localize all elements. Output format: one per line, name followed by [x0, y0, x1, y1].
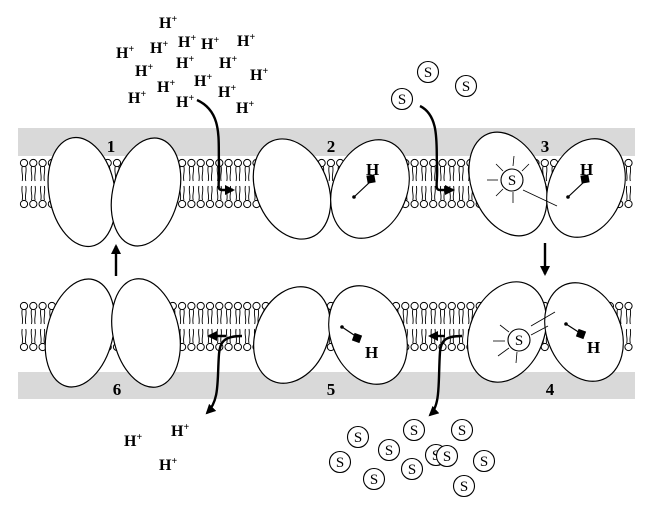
- svg-text:S: S: [370, 472, 378, 488]
- transporter-protein-icon: [328, 285, 408, 385]
- substrate-molecule-icon: S: [346, 425, 370, 449]
- transporter-6: 6: [44, 278, 181, 399]
- svg-text:S: S: [354, 430, 362, 446]
- step-label-4: 4: [546, 380, 555, 399]
- binding-site-label: H: [365, 343, 378, 362]
- upper-membrane-band: [18, 128, 635, 156]
- transporter-protein-icon: [111, 278, 181, 388]
- proton-ion-icon: H+: [124, 432, 142, 450]
- bound-substrate-label: S: [508, 173, 516, 189]
- proton-ion-icon: H+: [219, 54, 237, 72]
- svg-text:S: S: [462, 79, 470, 95]
- svg-text:S: S: [410, 423, 418, 439]
- cycle-arrows: [111, 98, 550, 417]
- proton-ion-icon: H+: [135, 62, 153, 80]
- proton-ion-icon: H+: [159, 456, 177, 474]
- binding-site-label: H: [587, 338, 600, 357]
- binding-site-icon: [340, 325, 363, 344]
- proton-ion-icon: H+: [116, 44, 134, 62]
- step-label-3: 3: [541, 137, 550, 156]
- proton-ion-icon: H+: [250, 66, 268, 84]
- transporter-2: H 2: [252, 137, 410, 240]
- svg-text:S: S: [443, 449, 451, 465]
- substrate-molecule-icon: S: [377, 438, 401, 462]
- substrate-molecule-icon: S: [452, 474, 476, 498]
- substrate-molecule-icon: S: [454, 74, 478, 98]
- substrate-molecule-icon: S: [450, 418, 474, 442]
- process-arrow-icon: [428, 334, 463, 417]
- substrate-molecule-icon: S: [472, 449, 496, 473]
- proton-ion-icon: H+: [159, 14, 177, 32]
- proton-ion-icon: H+: [176, 54, 194, 72]
- process-arrow-icon: [205, 334, 243, 415]
- transporter-protein-icon: [110, 137, 182, 247]
- transporter-protein-icon: [44, 278, 116, 388]
- step-label-6: 6: [113, 380, 122, 399]
- substrate-molecule-icon: S: [362, 467, 386, 491]
- svg-text:S: S: [460, 479, 468, 495]
- transporter-4: S H 4: [466, 281, 624, 399]
- proton-ion-icon: H+: [157, 78, 175, 96]
- binding-site-icon: [564, 322, 587, 340]
- substrate-bound-icon: [487, 155, 558, 207]
- lower-membrane: [18, 301, 635, 399]
- process-arrow-icon: [196, 98, 235, 195]
- svg-text:S: S: [385, 443, 393, 459]
- transporter-protein-icon: [546, 138, 626, 238]
- proton-ion-icon: H+: [236, 99, 254, 117]
- step-label-5: 5: [327, 380, 336, 399]
- proton-ion-icon: H+: [218, 83, 236, 101]
- svg-text:S: S: [408, 462, 416, 478]
- substrate-molecule-icon: S: [435, 444, 459, 468]
- step-label-2: 2: [327, 137, 336, 156]
- substrate-molecule-icon: S: [400, 457, 424, 481]
- binding-site-icon: [566, 174, 590, 199]
- lower-membrane-band: [18, 372, 635, 399]
- proton-ion-icon: H+: [194, 72, 212, 90]
- proton-ion-icon: H+: [237, 32, 255, 50]
- upper-membrane: [18, 128, 635, 209]
- transporter-5: H 5: [253, 285, 408, 399]
- free-species-layer: H+H+H+H+H+H+H+H+H+H+H+H+H+H+H+H+H+H+H+SS…: [116, 14, 496, 498]
- svg-text:S: S: [458, 423, 466, 439]
- transporter-protein-icon: [330, 139, 410, 239]
- substrate-bound-icon: [493, 311, 556, 364]
- svg-text:S: S: [336, 455, 344, 471]
- proton-ion-icon: H+: [178, 33, 196, 51]
- proton-ion-icon: H+: [176, 93, 194, 111]
- transporter-protein-icon: [466, 281, 548, 383]
- proton-ion-icon: H+: [171, 422, 189, 440]
- binding-site-icon: [352, 174, 376, 199]
- transporter-protein-icon: [253, 286, 331, 384]
- step-label-1: 1: [107, 137, 116, 156]
- proton-ion-icon: H+: [150, 39, 168, 57]
- substrate-molecule-icon: S: [328, 450, 352, 474]
- transporter-protein-icon: [252, 138, 332, 240]
- bound-substrate-label: S: [515, 333, 523, 349]
- svg-text:S: S: [424, 65, 432, 81]
- transporter-3: S H 3: [468, 131, 626, 238]
- substrate-molecule-icon: S: [390, 87, 414, 111]
- proton-ion-icon: H+: [128, 89, 146, 107]
- process-arrow-icon: [419, 104, 455, 195]
- binding-site-label: H: [366, 160, 379, 179]
- svg-text:S: S: [398, 92, 406, 108]
- binding-site-label: H: [580, 160, 593, 179]
- svg-text:S: S: [480, 454, 488, 470]
- proton-ion-icon: H+: [201, 35, 219, 53]
- substrate-molecule-icon: S: [402, 418, 426, 442]
- transporter-1: 1: [47, 136, 182, 248]
- substrate-molecule-icon: S: [416, 60, 440, 84]
